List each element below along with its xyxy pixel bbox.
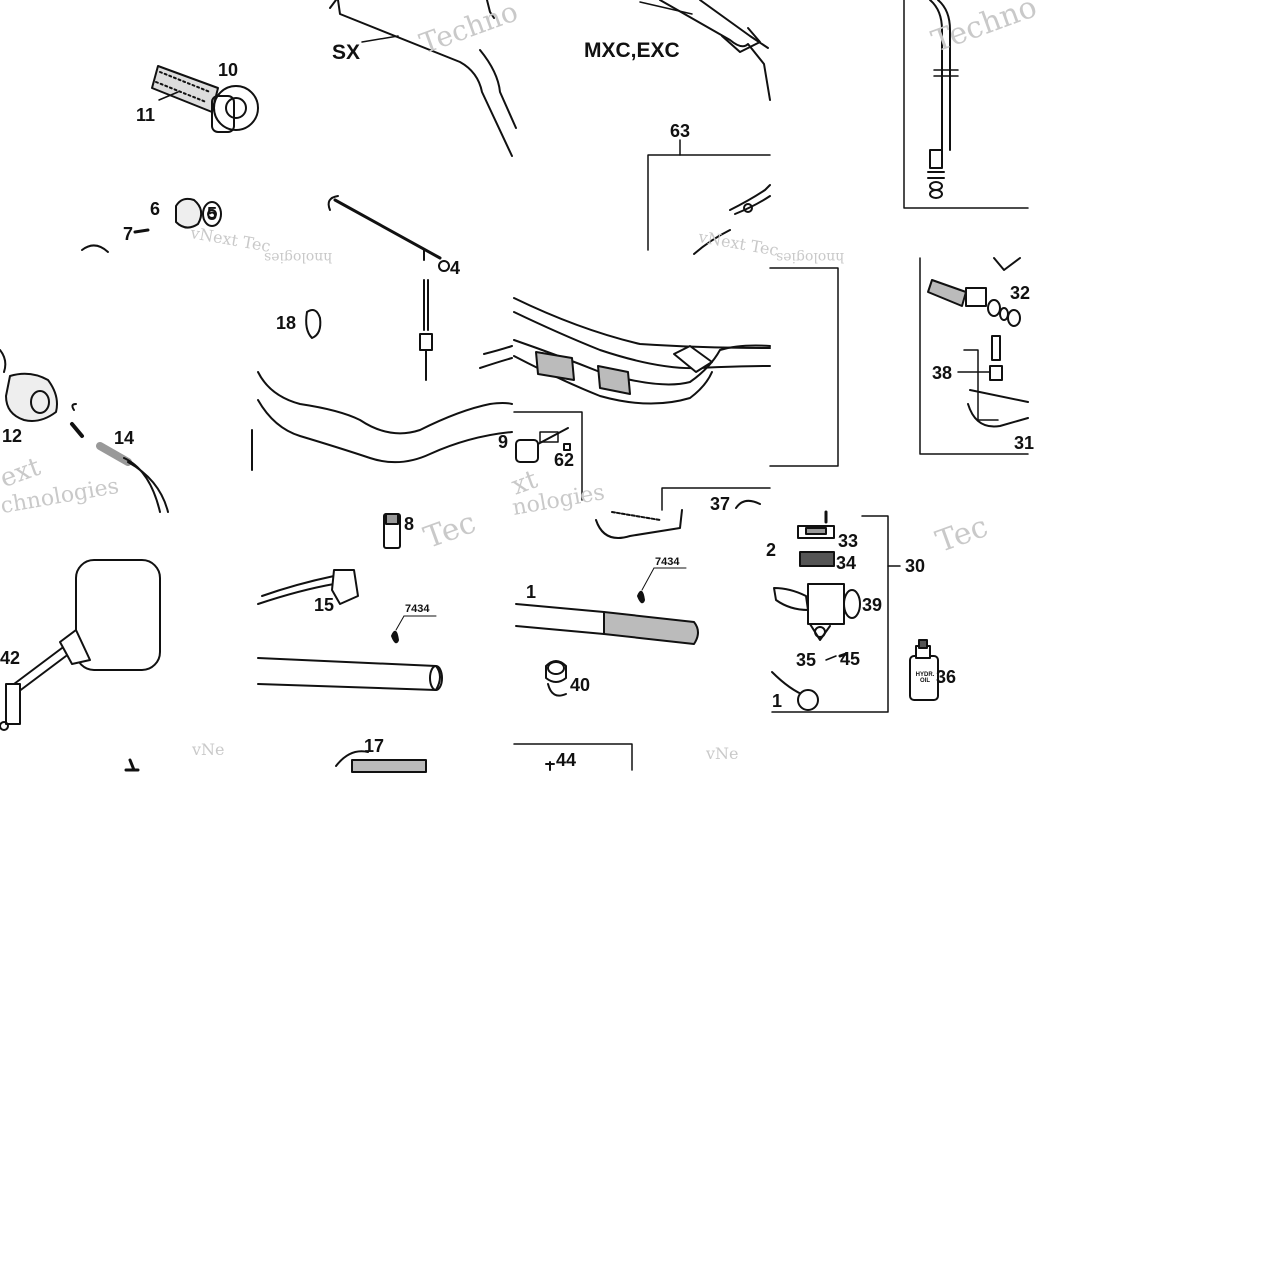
callout: 37 — [710, 494, 731, 514]
watermark: vNe — [706, 744, 739, 763]
callout: 17 — [364, 736, 385, 756]
callout: 34 — [836, 553, 857, 573]
master-cylinder — [771, 510, 901, 713]
callout: 32 — [1010, 283, 1031, 303]
cable-assembly — [903, 0, 1029, 209]
throttle-clamp — [81, 197, 222, 253]
callout: 2 — [766, 540, 777, 560]
callout: 36 — [936, 667, 957, 687]
callout: 14 — [114, 428, 135, 448]
callout: 4 — [450, 258, 461, 278]
callout: 40 — [570, 675, 591, 695]
cable-end — [513, 411, 771, 539]
callout: 10 — [218, 60, 239, 80]
watermark: vNe — [192, 740, 225, 759]
callout: 7 — [123, 224, 134, 244]
callout: 30 — [905, 556, 926, 576]
callout: 42 — [0, 648, 21, 668]
handlebar-section — [251, 371, 513, 471]
hydraulic-oil-bottle — [909, 639, 939, 701]
brake-lever-assembly — [919, 257, 1029, 455]
callout: 18 — [276, 313, 297, 333]
callout: 11 — [136, 105, 156, 125]
callout: 35 — [796, 650, 817, 670]
sx-handlebar — [329, 0, 517, 157]
callout: 62 — [554, 450, 575, 470]
callout: 9 — [498, 432, 509, 452]
callout: 5 — [207, 204, 218, 224]
left-switch — [0, 349, 169, 513]
callout: 39 — [862, 595, 883, 615]
callout: 8 — [404, 514, 415, 534]
callout: 12 — [2, 426, 23, 446]
callout: 31 — [1014, 433, 1035, 453]
callout: 33 — [838, 531, 859, 551]
callout: 6 — [150, 199, 161, 219]
switch-and-bar — [257, 513, 443, 773]
callout: 15 — [314, 595, 335, 615]
callout: 44 — [556, 750, 577, 770]
part-code: 7434 — [655, 556, 680, 568]
callout: 38 — [932, 363, 953, 383]
callout: 1 — [526, 582, 537, 602]
callout: 1 — [772, 691, 783, 711]
part-code: 7434 — [405, 603, 430, 615]
model-label-sx: SX — [332, 41, 361, 64]
watermark: hnologies — [776, 249, 845, 265]
clutch-cable — [305, 195, 513, 381]
callout: 63 — [670, 121, 691, 141]
model-label-mxc-exc: MXC,EXC — [584, 39, 680, 62]
mxc-exc-handlebar — [639, 0, 771, 255]
handlebar-with-pads — [513, 267, 839, 467]
handlebar-grip — [513, 567, 699, 771]
mirror — [0, 559, 161, 772]
watermark: hnologies — [264, 249, 333, 265]
callout: 45 — [840, 649, 861, 669]
throttle-grip — [151, 65, 259, 133]
bottle-label: HYDR. OIL — [915, 672, 935, 684]
